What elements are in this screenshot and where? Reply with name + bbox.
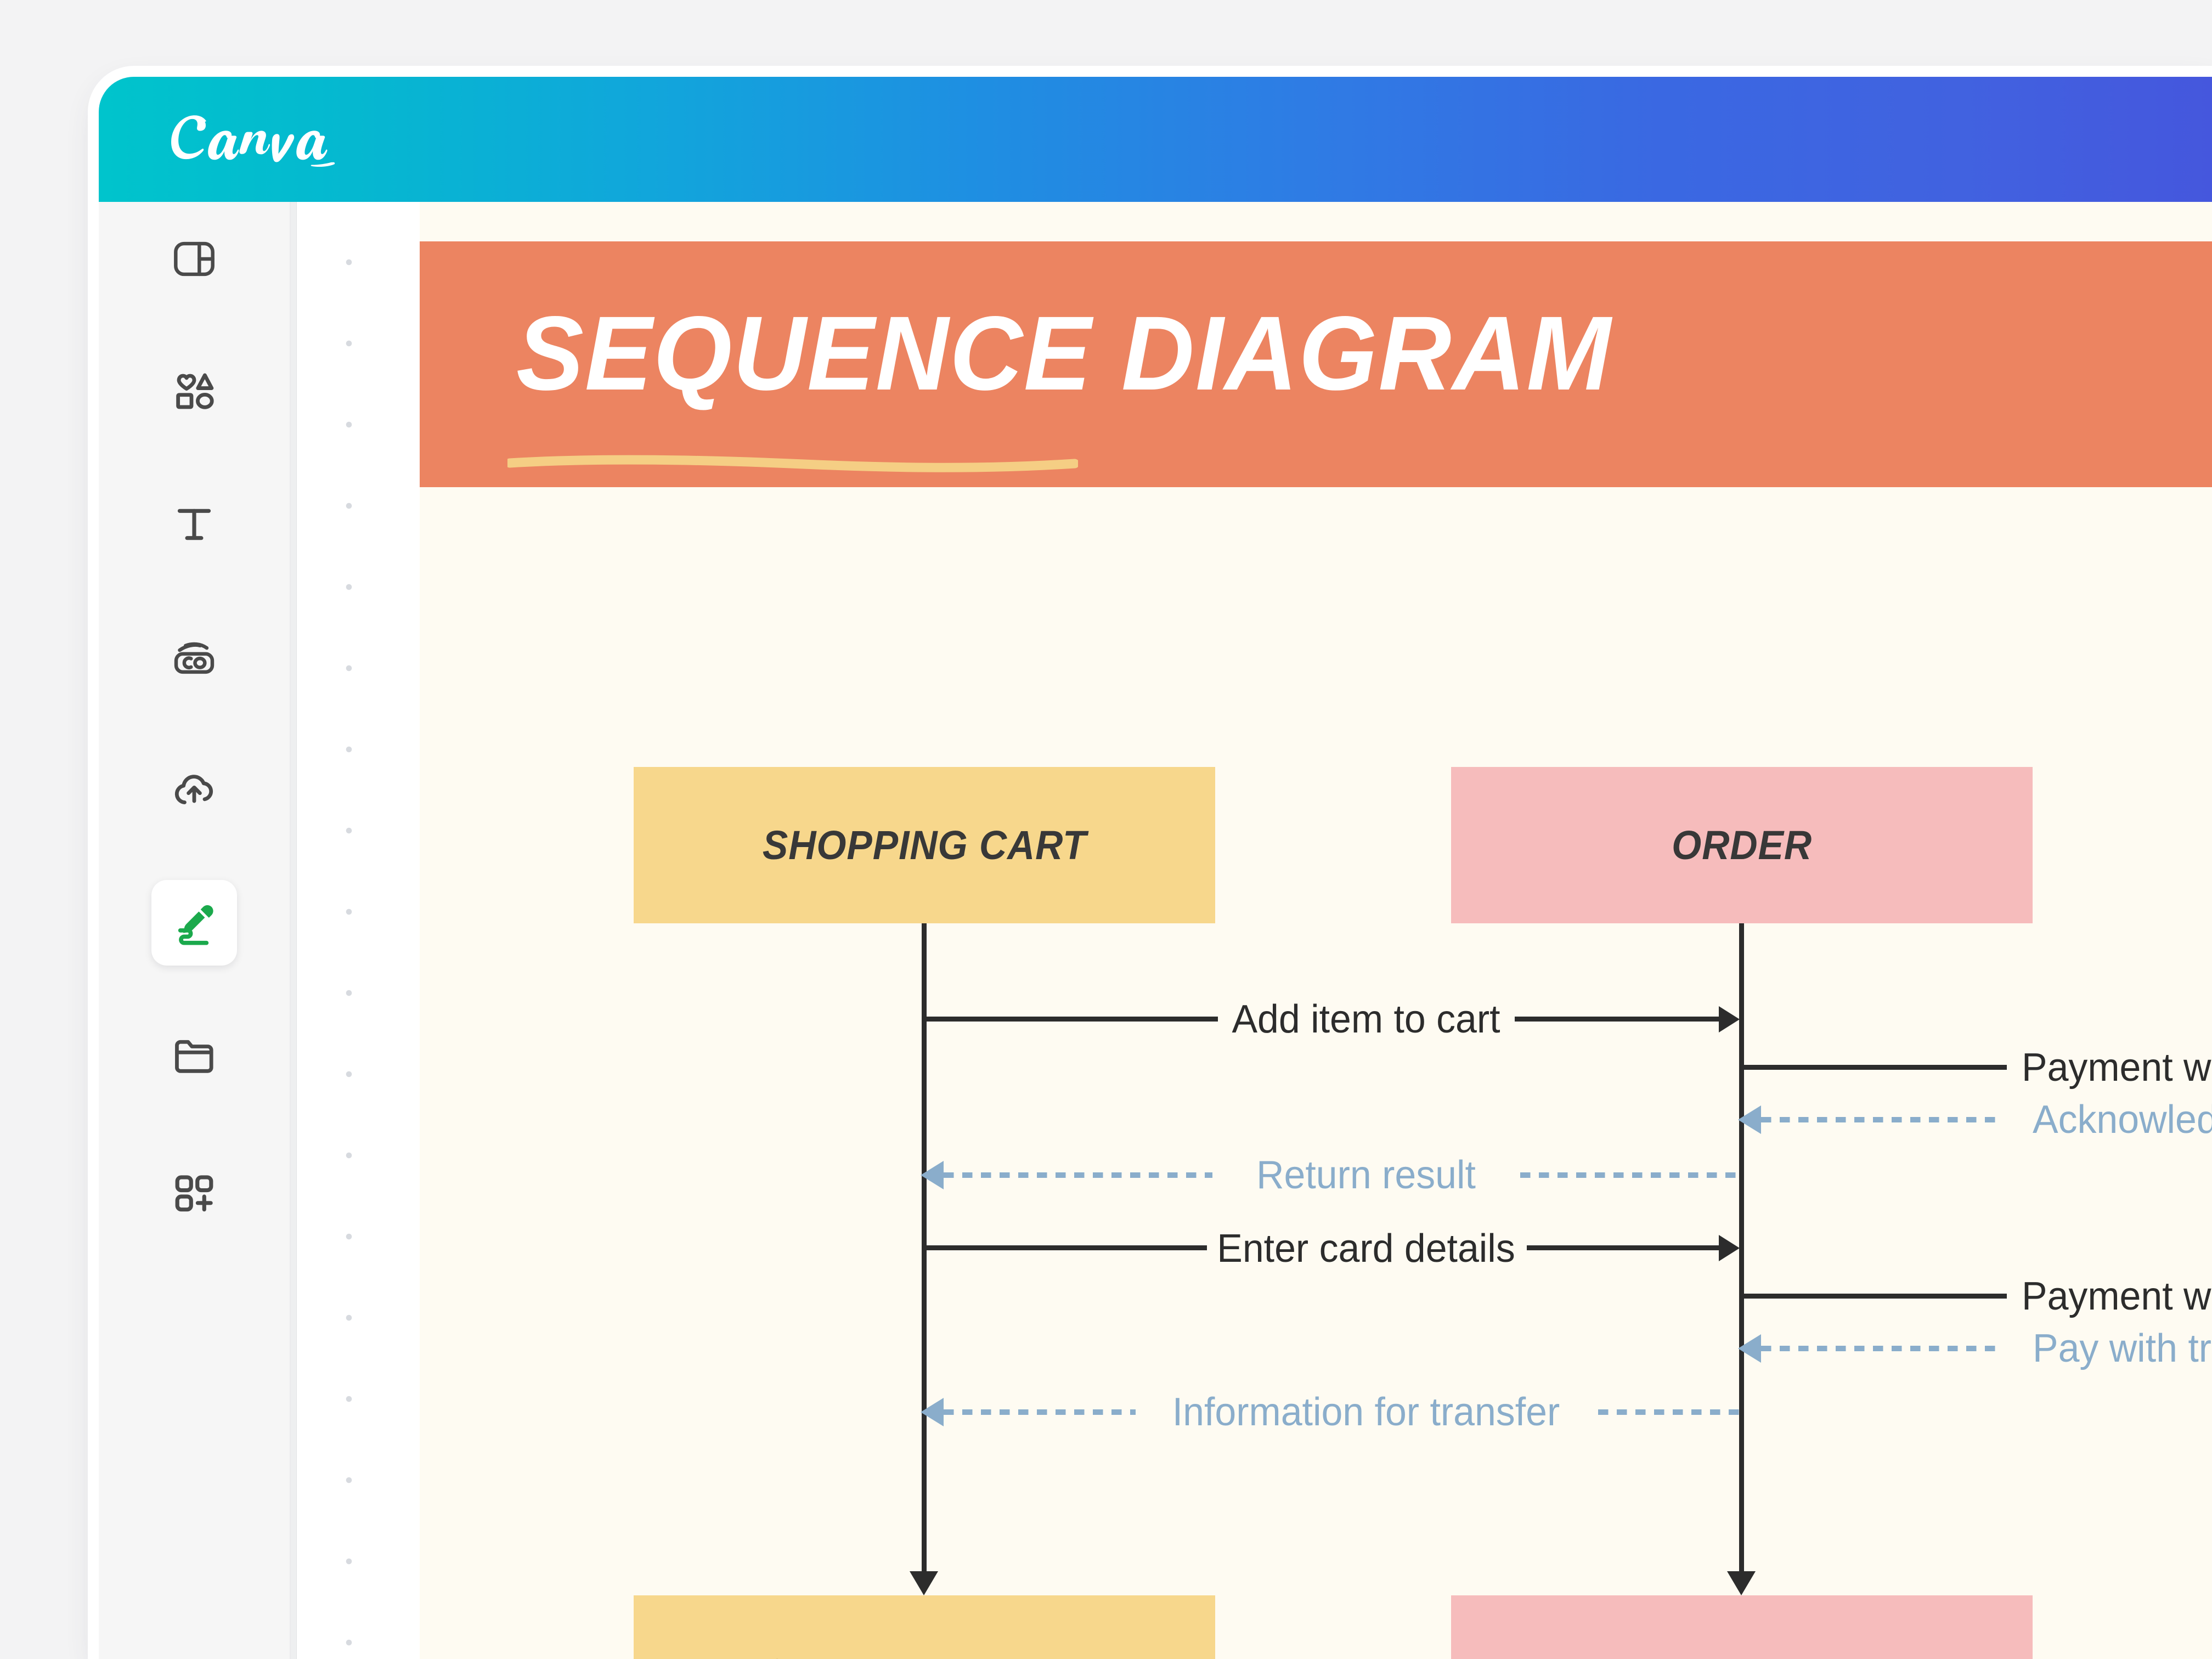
message-label-acknowledge: Acknowledge bbox=[2033, 1098, 2212, 1142]
tool-rail bbox=[99, 202, 291, 1659]
message-arrow-acknowledge bbox=[1738, 1105, 1761, 1134]
text-t-icon bbox=[177, 509, 211, 540]
ruler-left bbox=[291, 202, 297, 1659]
message-line-add-item-left bbox=[922, 1017, 1218, 1022]
title-underline-swoosh bbox=[507, 455, 1078, 472]
shapes-icon bbox=[176, 373, 214, 409]
message-line-enter-card-right bbox=[1527, 1245, 1719, 1250]
message-arrow-return-result bbox=[921, 1161, 944, 1189]
apps-grid-plus-icon bbox=[175, 1175, 213, 1212]
canva-app-window: SEQUENCE DIAGRAM SHOPPING CART ORDER bbox=[99, 77, 2212, 1659]
message-label-information-for-transfer: Information for transfer bbox=[1172, 1390, 1560, 1434]
sidebar-item-brand[interactable] bbox=[151, 614, 237, 700]
folder-icon bbox=[175, 1040, 213, 1073]
actor-box-order-bottom[interactable]: ORDER bbox=[1451, 1595, 2033, 1659]
actor-label: ORDER bbox=[1672, 822, 1812, 868]
message-label-add-item-to-cart: Add item to cart bbox=[1232, 997, 1500, 1041]
message-arrow-pay-with-transfer bbox=[1738, 1334, 1761, 1363]
actor-box-shopping-cart-top[interactable]: SHOPPING CART bbox=[634, 767, 1215, 923]
brand-co-icon bbox=[174, 642, 215, 674]
message-label-payment-with-card-1: Payment with ca bbox=[2022, 1046, 2212, 1090]
page-title: SEQUENCE DIAGRAM bbox=[516, 294, 1612, 412]
actor-box-order-top[interactable]: ORDER bbox=[1451, 767, 2033, 923]
message-label-return-result: Return result bbox=[1256, 1153, 1476, 1197]
message-arrow-add-item bbox=[1719, 1006, 1740, 1032]
message-line-add-item-right bbox=[1515, 1017, 1719, 1022]
lifeline-arrow-shopping-cart bbox=[910, 1571, 938, 1595]
actor-box-shopping-cart-bottom[interactable]: SHOPPING CART bbox=[634, 1595, 1215, 1659]
lifeline-order bbox=[1739, 923, 1744, 1573]
cloud-upload-icon bbox=[174, 775, 213, 804]
canva-logo[interactable] bbox=[165, 106, 379, 172]
sidebar-item-projects[interactable] bbox=[151, 1013, 237, 1098]
message-line-return-result-right bbox=[1520, 1172, 1740, 1178]
message-line-payment-card-1 bbox=[1739, 1065, 2007, 1070]
message-line-return-result-left bbox=[944, 1172, 1212, 1178]
sidebar-item-text[interactable] bbox=[151, 482, 237, 567]
sidebar-item-design[interactable] bbox=[151, 216, 237, 302]
sidebar-item-uploads[interactable] bbox=[151, 747, 237, 833]
sidebar-item-draw[interactable] bbox=[151, 880, 237, 966]
title-banner[interactable]: SEQUENCE DIAGRAM bbox=[420, 241, 2212, 487]
message-line-information-right bbox=[1598, 1409, 1740, 1415]
actor-label: ORDER bbox=[1672, 1650, 1812, 1659]
message-line-pay-with-transfer bbox=[1761, 1346, 2000, 1351]
message-line-information-left bbox=[944, 1409, 1136, 1415]
actor-label: SHOPPING CART bbox=[762, 822, 1087, 868]
message-line-payment-card-2 bbox=[1739, 1294, 2007, 1299]
actor-label: SHOPPING CART bbox=[763, 1650, 1087, 1659]
draw-pen-icon bbox=[178, 905, 213, 945]
lifeline-arrow-order bbox=[1727, 1571, 1756, 1595]
sidebar-item-elements[interactable] bbox=[151, 349, 237, 435]
canvas-scroll-area[interactable]: SEQUENCE DIAGRAM SHOPPING CART ORDER bbox=[291, 202, 2212, 1659]
sidebar-item-apps[interactable] bbox=[151, 1151, 237, 1237]
message-label-pay-with-transfer: Pay with transfe bbox=[2033, 1327, 2212, 1370]
message-label-enter-card-details: Enter card details bbox=[1217, 1227, 1515, 1271]
app-header bbox=[99, 77, 2212, 202]
layout-template-icon bbox=[174, 241, 215, 276]
design-page[interactable]: SEQUENCE DIAGRAM SHOPPING CART ORDER bbox=[420, 202, 2212, 1659]
message-arrow-enter-card bbox=[1719, 1235, 1740, 1261]
message-line-enter-card-left bbox=[922, 1245, 1207, 1250]
message-label-payment-with-card-2: Payment with ca bbox=[2022, 1274, 2212, 1318]
message-line-acknowledge bbox=[1761, 1117, 2000, 1122]
message-arrow-information-for-transfer bbox=[921, 1398, 944, 1426]
